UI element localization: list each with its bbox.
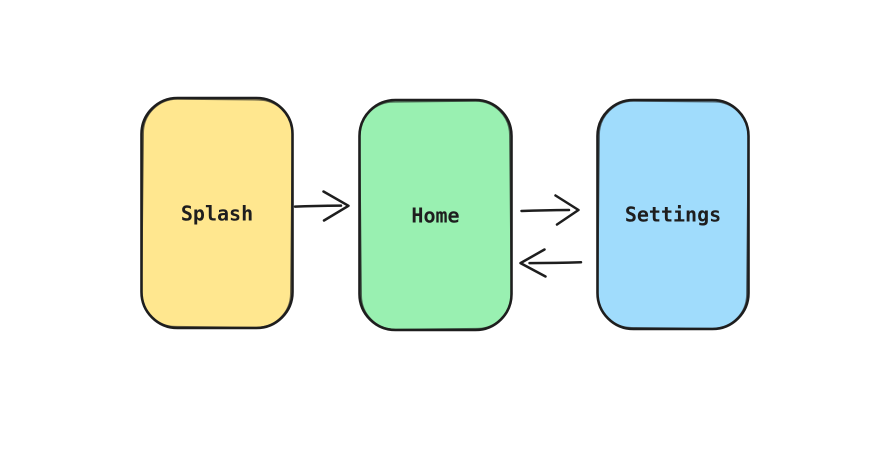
node-settings-label: Settings [625, 203, 721, 227]
node-settings-box-sketch [597, 100, 749, 330]
arrow-splash-to-home [293, 190, 350, 222]
arrow-shaft [520, 208, 571, 213]
node-home-box [358, 98, 513, 332]
arrow-shaft [293, 204, 343, 208]
node-home: Home [358, 98, 513, 332]
node-home-label: Home [411, 204, 459, 228]
arrow-home-to-settings [520, 194, 580, 226]
arrowhead [519, 248, 547, 278]
node-splash: Splash [140, 96, 294, 330]
arrowhead [554, 194, 580, 226]
node-home-box-sketch [359, 100, 512, 331]
node-settings: Settings [596, 98, 750, 331]
node-settings-box [596, 98, 750, 331]
node-splash-box-sketch [141, 98, 293, 329]
arrow-shaft [528, 260, 583, 265]
arrow-settings-to-home [519, 248, 583, 278]
node-splash-box [140, 96, 294, 330]
node-splash-label: Splash [181, 202, 253, 226]
arrowhead [322, 190, 350, 222]
